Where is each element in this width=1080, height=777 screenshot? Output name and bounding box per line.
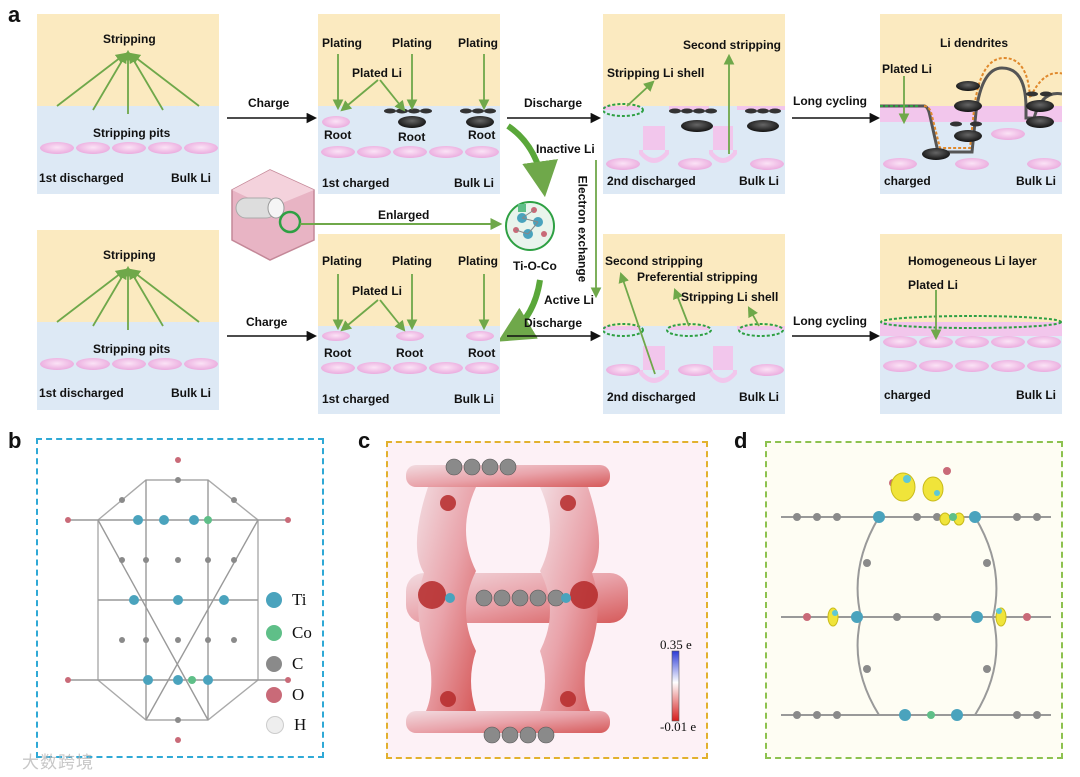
charge-arrow-label: Charge	[246, 315, 288, 329]
charge-arrow-label: Charge	[248, 96, 290, 110]
panel-b-frame: Ti Co C O H	[36, 438, 324, 758]
long-cycling-arrow-label: Long cycling	[793, 314, 868, 328]
active-li-label: Active Li	[544, 293, 595, 307]
row2-stage-2nd-discharged: Second stripping Preferential stripping …	[603, 234, 785, 414]
bulk-li-label: Bulk Li	[739, 390, 780, 404]
stage-left-label: 2nd discharged	[607, 390, 696, 404]
discharge-arrow-label: Discharge	[524, 316, 583, 330]
bulk-li-label: Bulk Li	[171, 171, 212, 185]
plated-li-label: Plated Li	[908, 278, 959, 292]
row2-stage-1st-discharged: Stripping Stripping pits 1st discharged …	[37, 230, 219, 410]
plating-label-2: Plating	[392, 36, 433, 50]
root-label-1: Root	[324, 346, 352, 360]
plated-li-label: Plated Li	[352, 284, 403, 298]
stripping-li-shell-label: Stripping Li shell	[607, 66, 705, 80]
legend-co: Co	[266, 623, 312, 643]
row1-stage-1st-charged: Plating Plating Plating Plated Li Root R…	[318, 14, 500, 194]
bulk-li-label: Bulk Li	[454, 392, 495, 406]
ti-o-co-label: Ti-O-Co	[513, 259, 557, 273]
stage-left-label: 1st charged	[322, 392, 390, 406]
panel-label-d: d	[734, 428, 748, 453]
stage-left-label: 1st discharged	[39, 386, 124, 400]
row1-stage-charged-dendrites: Li dendrites Plated Li charged Bulk Li	[880, 14, 1062, 194]
stage-left-label: 2nd discharged	[607, 174, 696, 188]
panel-label-b: b	[8, 428, 22, 453]
charge-density-difference	[781, 467, 1051, 721]
o-swatch	[266, 687, 282, 703]
root-label-2: Root	[396, 346, 424, 360]
legend-ti: Ti	[266, 590, 307, 610]
bulk-li-label: Bulk Li	[454, 176, 495, 190]
legend-o: O	[266, 685, 304, 705]
panel-c-frame: 0.35 e -0.01 e	[386, 441, 708, 759]
colorbar-max-label: 0.35 e	[660, 637, 692, 652]
stage-left-label: charged	[884, 174, 931, 188]
bulk-li-label: Bulk Li	[171, 386, 212, 400]
stripping-pits-label: Stripping pits	[93, 342, 171, 356]
colorbar	[671, 650, 680, 722]
plating-label-1: Plating	[322, 36, 363, 50]
long-cycling-arrow-label: Long cycling	[793, 94, 868, 108]
row2-stage-charged-homogeneous: Homogeneous Li layer Plated Li charged B…	[880, 234, 1062, 414]
root-label-3: Root	[468, 346, 496, 360]
inactive-li-label: Inactive Li	[536, 142, 595, 156]
second-stripping-label: Second stripping	[605, 254, 704, 268]
colorbar-min-label: -0.01 e	[660, 719, 697, 734]
plated-li-label: Plated Li	[882, 62, 933, 76]
preferential-stripping-label: Preferential stripping	[637, 270, 758, 284]
stage-left-label: 1st charged	[322, 176, 390, 190]
stripping-label: Stripping	[103, 248, 156, 262]
stripping-li-shell-label: Stripping Li shell	[681, 290, 779, 304]
plating-label-3: Plating	[458, 254, 499, 268]
bulk-li-label: Bulk Li	[739, 174, 780, 188]
mof-structure-ball-stick	[65, 457, 291, 743]
root-label-2: Root	[398, 130, 426, 144]
panel-d-frame	[765, 441, 1063, 759]
electrostatic-potential-surface	[406, 458, 680, 744]
row1-stage-2nd-discharged: Second stripping Stripping Li shell 2nd …	[603, 14, 785, 194]
c-swatch	[266, 656, 282, 672]
stage-left-label: charged	[884, 388, 931, 402]
bulk-li-label: Bulk Li	[1016, 174, 1057, 188]
enlarged-label: Enlarged	[378, 208, 430, 222]
stripping-label: Stripping	[103, 32, 156, 46]
plating-label-3: Plating	[458, 36, 499, 50]
stripping-pits-label: Stripping pits	[93, 126, 171, 140]
row1-stage-1st-discharged: Stripping Stripping pits 1st discharged …	[37, 14, 219, 194]
plated-li-label: Plated Li	[352, 66, 403, 80]
bulk-li-label: Bulk Li	[1016, 388, 1057, 402]
legend-h: H	[266, 715, 306, 735]
ti-swatch	[266, 592, 282, 608]
li-dendrites-label: Li dendrites	[940, 36, 1009, 50]
row2-stage-1st-charged: Plating Plating Plating Plated Li Root R…	[318, 234, 500, 414]
co-swatch	[266, 625, 282, 641]
discharge-arrow-label: Discharge	[524, 96, 583, 110]
panel-label-a: a	[8, 2, 21, 27]
mof-enlarge-graphic	[231, 169, 555, 261]
second-stripping-label: Second stripping	[683, 38, 782, 52]
panel-label-c: c	[358, 428, 371, 453]
plating-label-2: Plating	[392, 254, 433, 268]
stage-left-label: 1st discharged	[39, 171, 124, 185]
plating-label-1: Plating	[322, 254, 363, 268]
legend-c: C	[266, 654, 303, 674]
homogeneous-li-layer-label: Homogeneous Li layer	[908, 254, 1037, 268]
watermark-text: 大数跨境	[22, 753, 94, 773]
h-swatch	[266, 716, 284, 734]
root-label-3: Root	[468, 128, 496, 142]
root-label-1: Root	[324, 128, 352, 142]
